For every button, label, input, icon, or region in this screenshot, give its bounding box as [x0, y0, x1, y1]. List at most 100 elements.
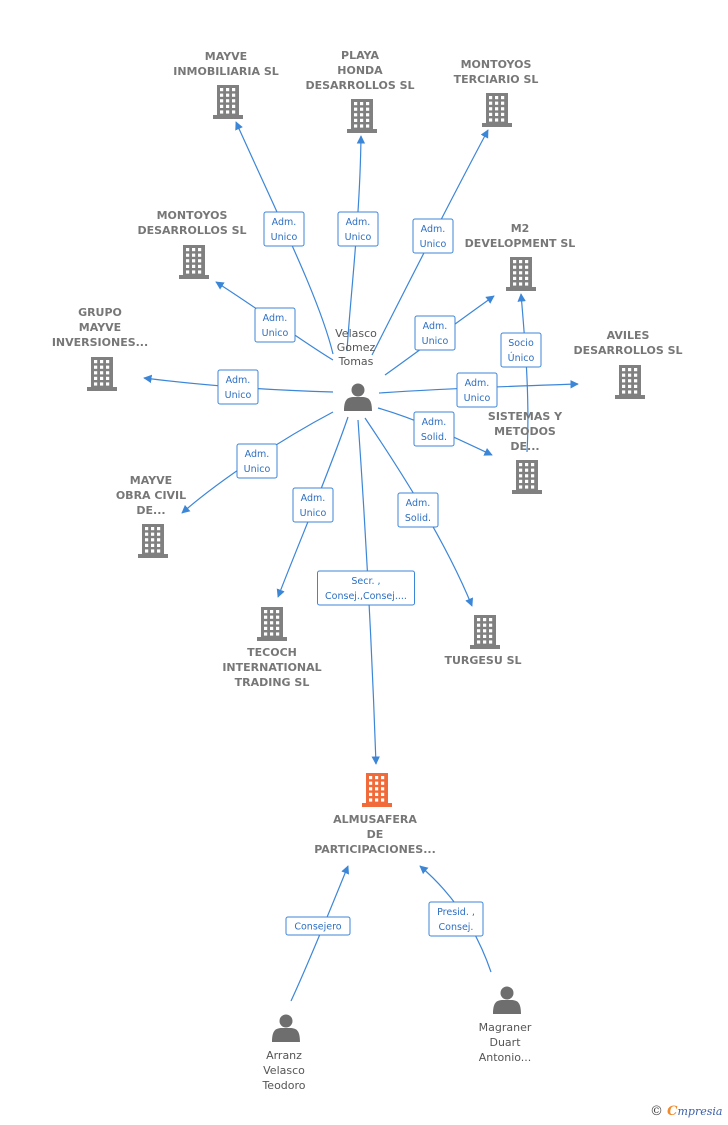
focus-company-name-line: PARTICIPACIONES...: [314, 843, 436, 856]
relation-text: Secr. ,Consej.,Consej....: [325, 576, 407, 602]
person-name-line: Velasco: [263, 1064, 305, 1077]
building-icon: [179, 245, 209, 279]
company-name-line: DESARROLLOS SL: [573, 344, 682, 357]
relation-label-r11[interactable]: Adm.Solid.: [397, 492, 439, 528]
relation-label-r2[interactable]: Adm.Unico: [337, 211, 379, 247]
company-name: MAYVE OBRA CIVIL DE...: [116, 474, 186, 517]
relation-label-r9[interactable]: Adm.Unico: [236, 443, 278, 479]
relation-text-line: Adm.: [421, 224, 446, 235]
building-icon: [512, 460, 542, 494]
company-name: AVILES DESARROLLOS SL: [573, 329, 682, 357]
relation-box: [254, 307, 296, 343]
company-name-line: TECOCH: [247, 646, 297, 659]
relation-label-r15[interactable]: Presid. ,Consej.: [428, 901, 484, 937]
building-icon: [482, 93, 512, 127]
company-name-line: PLAYA: [341, 49, 379, 62]
company-name-line: DESARROLLOS SL: [305, 79, 414, 92]
relation-box: [217, 369, 259, 405]
person-name-line: Antonio...: [479, 1051, 532, 1064]
company-node-obra[interactable]: MAYVE OBRA CIVIL DE...: [116, 474, 186, 558]
relation-label-r5[interactable]: Adm.Unico: [414, 315, 456, 351]
relation-box: [236, 443, 278, 479]
person-name-line: Velasco: [335, 327, 377, 340]
relation-text: Adm.Unico: [225, 375, 252, 401]
relation-text-line: Adm.: [423, 321, 448, 332]
relation-text-line: Consej.,Consej....: [325, 591, 407, 602]
company-node-aviles[interactable]: AVILES DESARROLLOS SL: [573, 329, 683, 399]
relation-label-r3[interactable]: Adm.Unico: [412, 218, 454, 254]
relation-label-r12[interactable]: Secr. ,Consej.,Consej....: [317, 570, 415, 606]
relation-label-r14[interactable]: Consejero: [285, 916, 351, 936]
building-icon: [87, 357, 117, 391]
relation-box: [337, 211, 379, 247]
relation-label-r6[interactable]: Adm.Unico: [217, 369, 259, 405]
brand-name: mpresia: [677, 1105, 723, 1118]
company-name-line: OBRA CIVIL: [116, 489, 186, 502]
empresia-logo: © Cmpresia: [650, 1104, 722, 1119]
relation-text-line: Único: [508, 352, 535, 364]
relation-box: [412, 218, 454, 254]
relation-label-r4[interactable]: Adm.Unico: [254, 307, 296, 343]
person-name-line: Teodoro: [261, 1079, 305, 1092]
company-name-line: DESARROLLOS SL: [137, 224, 246, 237]
building-icon: [506, 257, 536, 291]
company-name-line: TERCIARIO SL: [454, 73, 539, 86]
relation-text: Adm.Solid.: [405, 498, 431, 524]
relation-edge-r1: [235, 121, 334, 355]
building-icon: [615, 365, 645, 399]
relation-text-line: Adm.: [465, 378, 490, 389]
company-name-line: DE...: [136, 504, 165, 517]
relation-box: [413, 411, 455, 447]
relation-label-r10[interactable]: Adm.Unico: [292, 487, 334, 523]
relation-text: Adm.Unico: [420, 224, 447, 250]
relation-edge-r13: [517, 293, 529, 453]
company-name-line: MAYVE: [130, 474, 172, 487]
company-name-line: DEVELOPMENT SL: [465, 237, 576, 250]
relation-text-line: Adm.: [263, 313, 288, 324]
company-name-line: METODOS: [494, 425, 556, 438]
relation-text-line: Adm.: [406, 498, 431, 509]
company-node-turgesu[interactable]: TURGESU SL: [444, 615, 522, 667]
company-name-line: TRADING SL: [235, 676, 310, 689]
relation-edge-r2: [346, 135, 366, 352]
relation-text-line: Unico: [225, 390, 252, 401]
relation-text-line: Unico: [271, 232, 298, 243]
relation-box: [456, 372, 498, 408]
relation-label-r1[interactable]: Adm.Unico: [263, 211, 305, 247]
building-icon: [470, 615, 500, 649]
relation-edge-r3: [371, 129, 489, 356]
relation-label-r7[interactable]: Adm. Unico: [456, 372, 498, 408]
company-name-line: AVILES: [607, 329, 650, 342]
relation-text-line: Unico: [464, 393, 491, 404]
person-name-line: Magraner: [479, 1021, 532, 1034]
relation-text: Adm.Unico: [262, 313, 289, 339]
person-name-line: Gomez: [337, 341, 376, 354]
relation-text-line: Socio: [508, 338, 534, 349]
relation-label-r8[interactable]: Adm.Solid.: [413, 411, 455, 447]
relation-text: Adm.Unico: [345, 217, 372, 243]
company-name-line: INMOBILIARIA SL: [173, 65, 279, 78]
relation-text: Adm.Unico: [422, 321, 449, 347]
